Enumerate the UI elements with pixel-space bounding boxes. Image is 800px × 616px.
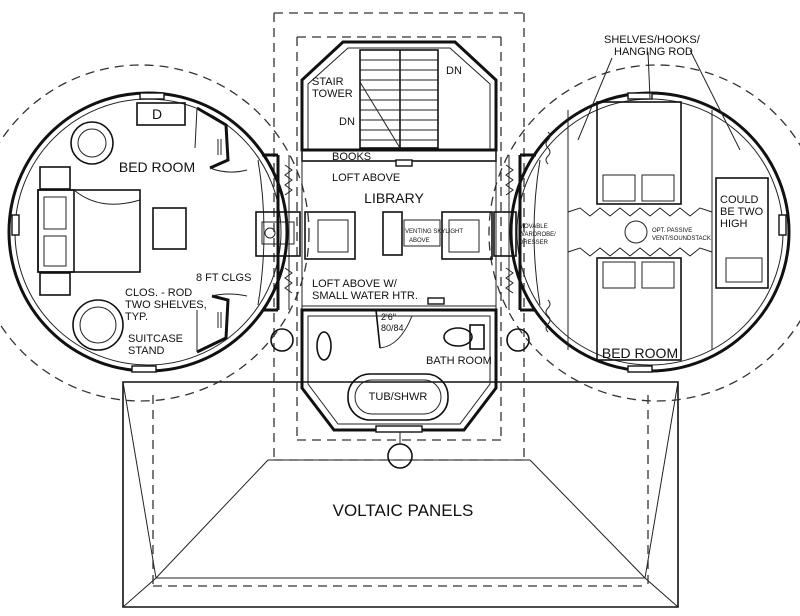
closet-bottom (196, 293, 248, 354)
could-be-two-high-label-3: HIGH (720, 218, 748, 230)
right-connector (520, 153, 541, 312)
roof-outline (122, 381, 679, 608)
central-core (255, 40, 530, 469)
left-eave-circle (0, 64, 310, 402)
stair-tower-label-1: STAIR (312, 76, 344, 88)
round-chair-top (70, 121, 114, 165)
library-label: LIBRARY (364, 190, 424, 206)
stair-tower-label-2: TOWER (312, 88, 353, 100)
stair-treads (359, 49, 439, 149)
bedroom-left-label: BED ROOM (119, 159, 195, 175)
tower-outline (273, 12, 525, 461)
loft-water-label-1: LOFT ABOVE W/ (312, 278, 398, 290)
door-size-label-2: 80/84 (381, 323, 404, 333)
sink (316, 331, 332, 361)
right-eave-circle (488, 64, 800, 402)
closet-top (194, 106, 248, 173)
left-bedroom (7, 91, 289, 373)
venting-skylight-label-1: VENTING SKYLIGHT (405, 229, 463, 235)
stair-dn-label-left: DN (339, 116, 355, 128)
entry-post (387, 443, 413, 469)
suitcase-label-1: SUITCASE (128, 333, 183, 345)
right-bedroom (509, 49, 791, 373)
bathroom-label: BATH ROOM (426, 355, 492, 367)
door-size-label-1: 2'6" (381, 312, 396, 322)
could-be-two-high-label-2: BE TWO (720, 206, 764, 218)
dresser-d (136, 102, 186, 126)
library-side-table (255, 211, 301, 257)
closet-note-label-2: TWO SHELVES, (125, 299, 207, 311)
side-cabinet (715, 177, 769, 289)
bed-left (37, 189, 141, 273)
loft-water-label-2: SMALL WATER HTR. (312, 290, 418, 302)
dresser-d-label: D (152, 106, 162, 122)
shelves-label-2: HANGING ROD (614, 46, 693, 58)
armchair-left (304, 211, 356, 260)
toilet (443, 324, 485, 350)
venting-skylight-label-2: ABOVE (409, 238, 430, 244)
library-table (382, 211, 403, 256)
armchair-right (441, 211, 493, 260)
could-be-two-high-label-1: COULD (720, 194, 759, 206)
books-label: BOOKS (332, 151, 371, 163)
voltaic-panels-label: VOLTAIC PANELS (333, 501, 474, 520)
tub (347, 373, 449, 421)
bathroom-wall (300, 308, 498, 432)
suitcase-label-2: STAND (128, 345, 165, 357)
loft-above-label: LOFT ABOVE (332, 172, 400, 184)
round-chair-bottom (72, 299, 124, 351)
ceiling-height-label: 8 FT CLGS (196, 272, 251, 284)
bunk-top (596, 101, 682, 205)
bedroom-right-label: BED ROOM (602, 345, 678, 361)
closet-note-label-3: TYP. (125, 311, 148, 323)
left-connector (257, 153, 278, 312)
vent-stack-label-1: OPT. PASSIVE (652, 228, 692, 234)
stair-dn-label-top: DN (446, 65, 462, 77)
vent-stack-label-2: VENT/SOUNDSTACK (652, 236, 711, 242)
bunk-bottom (596, 257, 682, 361)
wardrobe-label-3: DRESSER (519, 240, 549, 246)
wardrobe-label-1: MOVABLE (519, 224, 548, 230)
closet-note-label-1: CLOS. - ROD (125, 287, 192, 299)
vent-circle (624, 220, 648, 244)
chair-left (152, 207, 187, 250)
shelves-label-1: SHELVES/HOOKS/ (604, 34, 701, 46)
tub-label: TUB/SHWR (369, 391, 428, 403)
wardrobe-label-2: WARDROBE/ (519, 232, 556, 238)
